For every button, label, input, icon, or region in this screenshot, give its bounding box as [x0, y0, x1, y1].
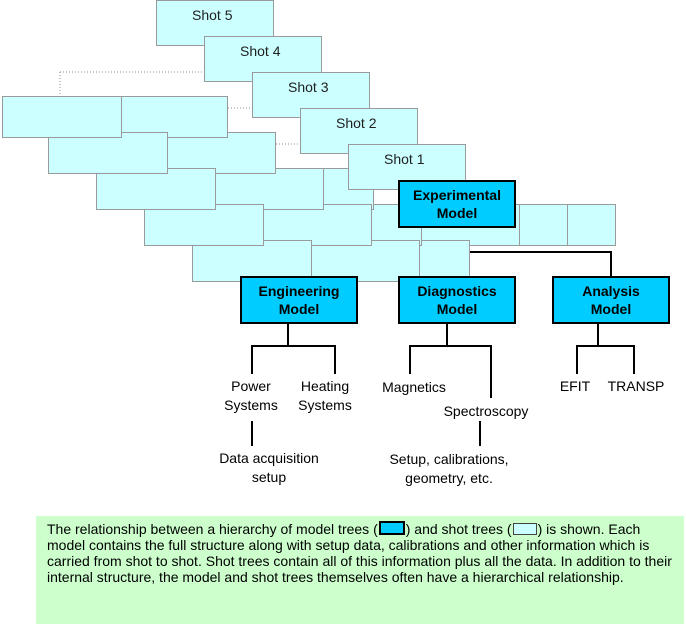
data-acquisition-line2: setup	[251, 469, 287, 485]
transp-label: TRANSP	[607, 378, 665, 394]
model-tree-swatch-icon	[378, 521, 405, 535]
data-acquisition-node: Data acquisition setup	[219, 449, 319, 487]
ghost-tree-box	[48, 132, 168, 174]
caption-text-part3: ) is shown. Each model contains the full…	[47, 521, 672, 585]
analysis-model-line1: Analysis	[582, 283, 640, 299]
shot-label: Shot 1	[384, 151, 425, 167]
ghost-tree-box	[300, 240, 420, 282]
diagnostics-model-line1: Diagnostics	[417, 283, 497, 299]
efit-label: EFIT	[559, 378, 591, 394]
caption-text-part1: The relationship between a hierarchy of …	[47, 521, 378, 537]
shot-label: Shot 2	[336, 115, 377, 131]
experimental-model-line1: Experimental	[413, 187, 501, 203]
setup-calibrations-line2: geometry, etc.	[405, 470, 493, 486]
ghost-tree-box	[144, 204, 264, 246]
shot-tree-swatch-icon	[512, 523, 537, 535]
analysis-model-box: Analysis Model	[552, 276, 670, 324]
caption-text-part2: ) and shot trees (	[405, 521, 512, 537]
analysis-model-line2: Model	[590, 301, 632, 317]
magnetics-label: Magnetics	[382, 379, 446, 395]
ghost-tree-box	[156, 132, 276, 174]
experimental-model-box: Experimental Model	[398, 180, 516, 228]
ghost-tree-box	[2, 96, 122, 138]
spectroscopy-label: Spectroscopy	[443, 403, 529, 419]
shot-label: Shot 4	[240, 43, 281, 59]
data-acquisition-line1: Data acquisition	[219, 450, 319, 466]
engineering-model-line1: Engineering	[258, 283, 340, 299]
power-systems-node: Power Systems	[224, 377, 278, 415]
spectroscopy-node: Spectroscopy	[444, 402, 529, 421]
power-systems-line1: Power	[231, 378, 271, 394]
caption-box: The relationship between a hierarchy of …	[36, 516, 684, 624]
engineering-model-box: Engineering Model	[240, 276, 358, 324]
ghost-tree-box	[204, 168, 324, 210]
setup-calibrations-line1: Setup, calibrations,	[389, 451, 509, 467]
shot-label: Shot 5	[192, 7, 233, 23]
heating-systems-line2: Systems	[298, 397, 352, 413]
power-systems-line2: Systems	[224, 397, 278, 413]
heating-systems-line1: Heating	[300, 378, 350, 394]
heating-systems-node: Heating Systems	[298, 377, 352, 415]
efit-node: EFIT	[560, 377, 590, 396]
diagnostics-model-box: Diagnostics Model	[398, 276, 516, 324]
setup-calibrations-node: Setup, calibrations, geometry, etc.	[389, 450, 508, 488]
ghost-tree-box	[96, 168, 216, 210]
experimental-model-line2: Model	[436, 205, 478, 221]
ghost-tree-box	[108, 96, 228, 138]
diagnostics-model-line2: Model	[436, 301, 478, 317]
transp-node: TRANSP	[608, 377, 665, 396]
shot-label: Shot 3	[288, 79, 329, 95]
magnetics-node: Magnetics	[382, 378, 446, 397]
engineering-model-line2: Model	[278, 301, 320, 317]
